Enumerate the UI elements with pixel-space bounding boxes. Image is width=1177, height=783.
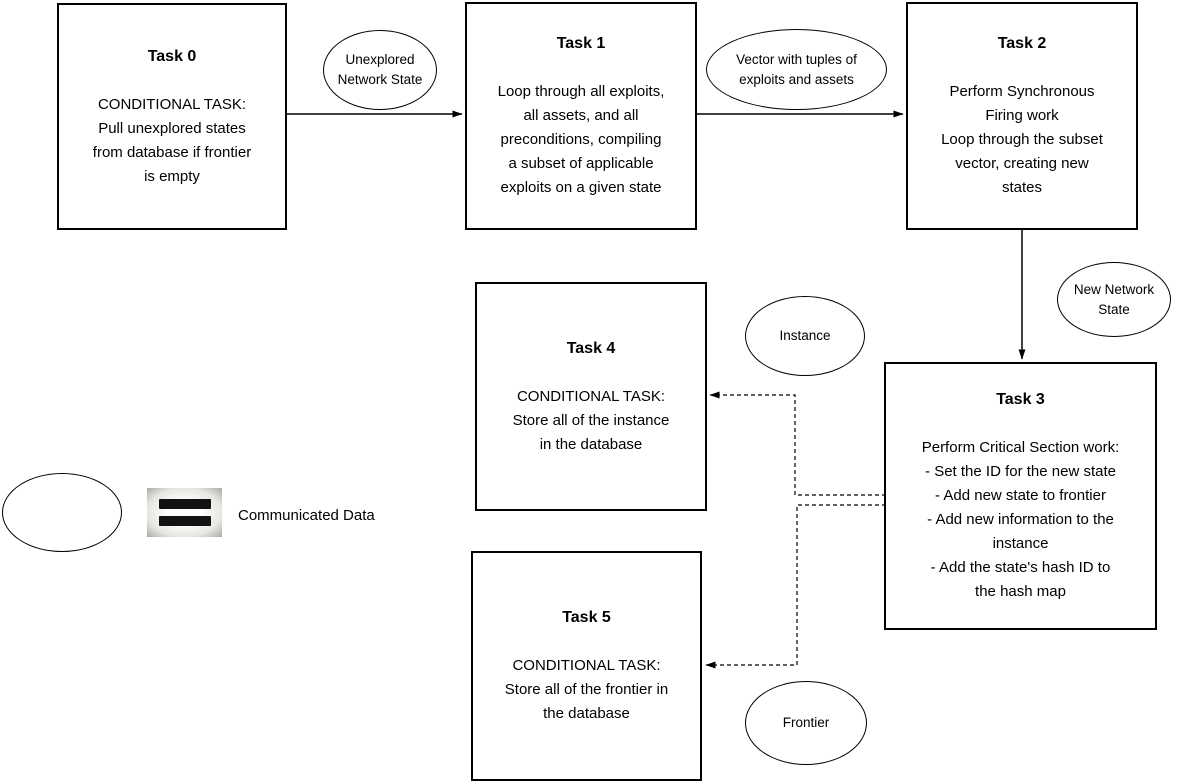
data-node-label: Frontier: [782, 715, 830, 730]
data-node-label: Vector with tuples of exploits and asset…: [736, 51, 857, 87]
legend-label: Communicated Data: [238, 507, 375, 524]
task-5-body: CONDITIONAL TASK: Store all of the front…: [504, 657, 669, 722]
task-0-title: Task 0: [147, 47, 197, 65]
equals-bar-top: [158, 499, 211, 509]
data-node-vector-tuples: Vector with tuples of exploits and asset…: [706, 29, 887, 110]
dashed-arrow-task3-to-task4: [709, 391, 886, 496]
task-5-box: Task 5 CONDITIONAL TASK: Store all of th…: [471, 551, 702, 781]
task-2-box: Task 2 Perform Synchronous Firing work L…: [906, 2, 1138, 230]
data-node-new-network-state: New Network State: [1057, 262, 1171, 337]
task-4-body: CONDITIONAL TASK: Store all of the insta…: [512, 387, 670, 453]
legend-ellipse-shape: [2, 473, 122, 552]
task-3-title: Task 3: [996, 391, 1045, 408]
task-5-title: Task 5: [562, 609, 611, 626]
data-node-instance: Instance: [745, 296, 865, 376]
task-2-title: Task 2: [997, 35, 1047, 52]
equals-bar-bottom: [158, 516, 211, 526]
data-node-label: Instance: [779, 328, 831, 343]
task-1-body: Loop through all exploits, all assets, a…: [497, 83, 665, 196]
data-node-unexplored-network-state: Unexplored Network State: [323, 30, 437, 110]
data-node-frontier: Frontier: [745, 681, 867, 765]
task-4-box: Task 4 CONDITIONAL TASK: Store all of th…: [475, 282, 707, 511]
task-0-body: CONDITIONAL TASK: Pull unexplored states…: [92, 95, 252, 185]
data-node-label: New Network State: [1073, 281, 1155, 317]
task-3-box: Task 3 Perform Critical Section work: - …: [884, 362, 1157, 630]
task-0-box: Task 0 CONDITIONAL TASK: Pull unexplored…: [57, 3, 287, 230]
dashed-arrow-task3-to-task5: [705, 504, 886, 669]
task-4-title: Task 4: [566, 339, 616, 357]
task-3-body: Perform Critical Section work: - Set the…: [921, 439, 1120, 600]
task-1-box: Task 1 Loop through all exploits, all as…: [465, 2, 697, 230]
task-1-title: Task 1: [556, 35, 606, 52]
task-2-body: Perform Synchronous Firing work Loop thr…: [941, 83, 1103, 196]
data-node-label: Unexplored Network State: [337, 52, 423, 87]
equals-icon: [147, 488, 222, 537]
